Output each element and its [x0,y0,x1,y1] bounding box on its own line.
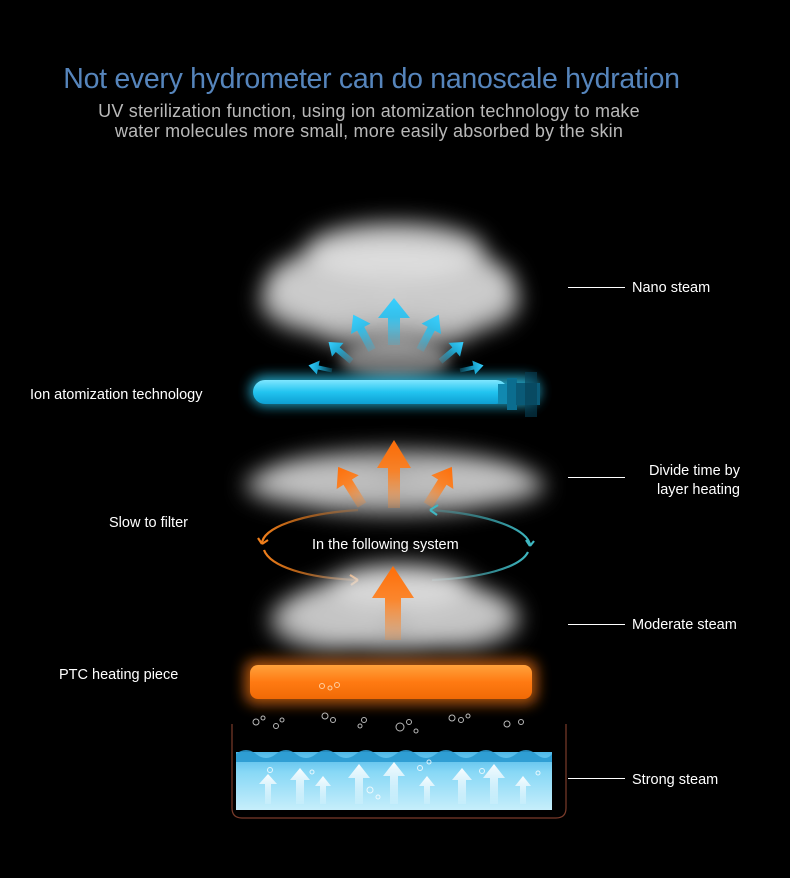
subtitle-line-1: UV sterilization function, using ion ato… [98,101,640,121]
blue-arrow-left-1 [351,314,376,352]
leader-nano-steam [568,287,625,288]
page-title: Not every hydrometer can do nanoscale hy… [63,63,680,95]
water-arrows [259,762,531,804]
leader-moderate-steam [568,624,625,625]
blue-arrows-group [308,298,484,375]
label-ion-atomization: Ion atomization technology [30,387,203,403]
loop-orange-top [260,508,359,545]
blue-arrow-left-2 [328,342,354,364]
orange-arrow-middle-right [423,466,454,508]
blue-arrow-right-1 [416,314,441,352]
blue-arrow-right-3 [459,360,484,375]
orange-arrow-middle-left [336,466,367,508]
label-following-system: In the following system [312,537,459,553]
plate-bubbles [319,682,340,691]
ptc-heating-plate [245,660,537,704]
water-container [231,724,567,819]
blue-arrow-left-3 [308,360,333,375]
blue-arrow-center [378,298,410,345]
label-ptc-heating: PTC heating piece [59,667,179,683]
label-nano-steam: Nano steam [632,280,711,296]
loop-teal-top [429,508,532,547]
blue-arrow-right-2 [438,342,464,364]
water-surface [236,750,552,762]
label-divide-time-1: Divide time by [648,463,740,479]
label-moderate-steam: Moderate steam [632,617,737,633]
steam-streaks [340,340,450,380]
label-divide-time-2: layer heating [656,482,740,498]
ion-atomization-tube [250,372,540,417]
label-strong-steam: Strong steam [632,772,719,788]
orange-arrow-bottom [372,566,414,640]
leader-strong-steam [568,778,625,779]
orange-arrow-middle-center [377,440,411,508]
leader-divide-time [568,477,625,478]
rising-bubbles [252,712,524,734]
subtitle-line-2: water molecules more small, more easily … [114,121,624,141]
orange-arrows-middle [336,440,454,508]
water-bubbles [267,759,541,800]
label-slow-to-filter: Slow to filter [109,515,188,531]
